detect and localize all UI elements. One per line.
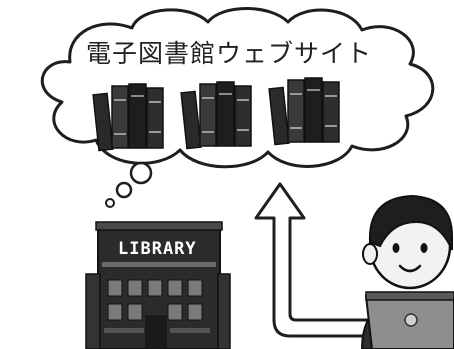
thought-bubbles: [105, 161, 153, 208]
bookshelves: [92, 77, 340, 152]
bookshelf-3: [268, 77, 340, 146]
book-icon: [180, 81, 252, 150]
book-icon: [92, 83, 164, 152]
library-building-icon: [85, 221, 231, 349]
up-arrow-icon: [254, 182, 374, 338]
cloud-title: 電子図書館ウェブサイト: [86, 39, 372, 68]
book-icon: [268, 77, 340, 146]
library-sign: LIBRARY: [118, 239, 197, 259]
person-with-laptop-icon: [360, 194, 454, 349]
bookshelf-2: [180, 81, 252, 150]
bookshelf-1: [92, 83, 164, 152]
